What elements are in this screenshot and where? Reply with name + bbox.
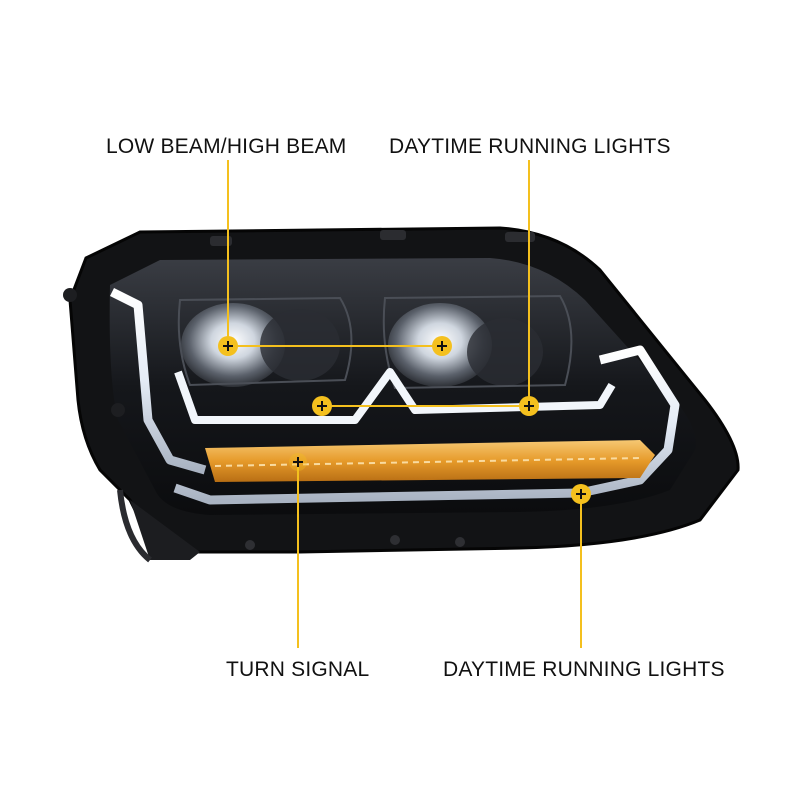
turn-signal-label: TURN SIGNAL bbox=[226, 658, 370, 681]
low-high-beam-label: LOW BEAM/HIGH BEAM bbox=[106, 135, 347, 158]
turn-signal-marker bbox=[289, 453, 307, 471]
drl-bottom-label: DAYTIME RUNNING LIGHTS bbox=[443, 658, 725, 681]
drl-strips bbox=[109, 287, 680, 505]
drl-lower-marker bbox=[571, 484, 591, 504]
high-beam-marker bbox=[432, 336, 452, 356]
callout-lines bbox=[227, 160, 582, 648]
drl-left-marker bbox=[312, 396, 332, 416]
drl-top-label: DAYTIME RUNNING LIGHTS bbox=[389, 135, 671, 158]
drl-right-marker bbox=[519, 396, 539, 416]
turn-signal-strip bbox=[205, 440, 655, 482]
low-beam-marker bbox=[218, 336, 238, 356]
